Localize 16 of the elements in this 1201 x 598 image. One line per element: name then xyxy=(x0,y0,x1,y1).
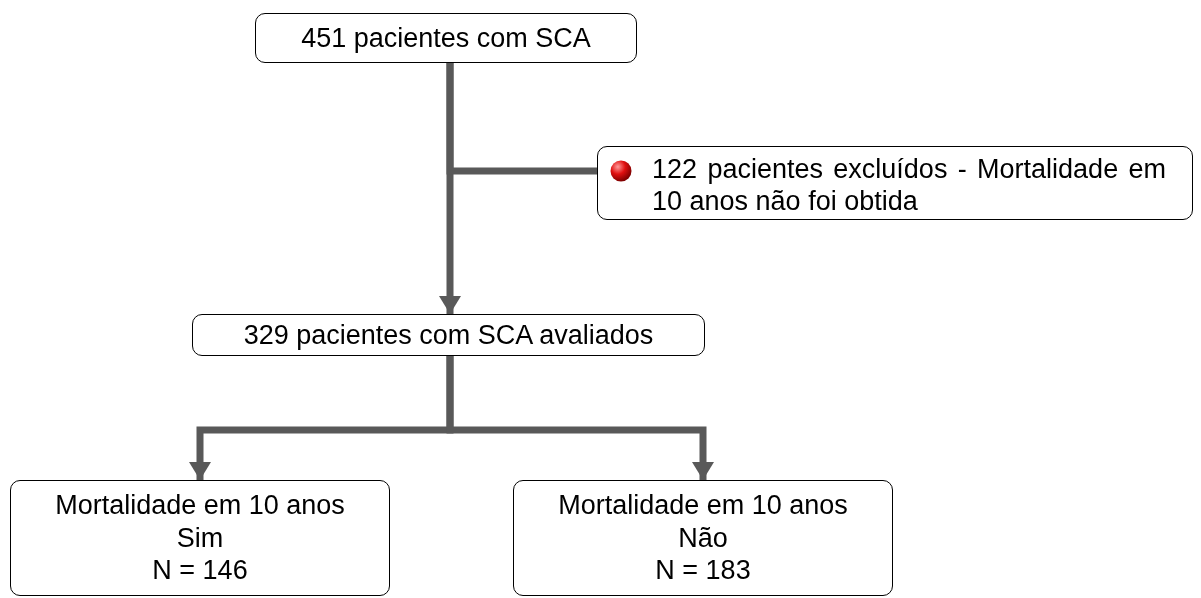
box-text: Mortalidade em 10 anos xyxy=(558,489,848,522)
note-box xyxy=(597,146,1193,220)
box-text: 122 pacientes excluídos - Mortalidade em 10 anos não foi obtida xyxy=(652,153,1166,218)
process-box xyxy=(513,480,893,596)
box-text: Sim xyxy=(176,521,224,555)
process-box xyxy=(255,13,637,63)
box-text: 329 pacientes com SCA avaliados xyxy=(243,318,654,352)
arrow xyxy=(446,356,714,480)
process-box xyxy=(192,314,705,356)
box-text: 451 pacientes com SCA xyxy=(301,21,591,55)
box-text: Não xyxy=(678,521,728,555)
box-text: N = 146 xyxy=(152,554,248,587)
box-text: N = 183 xyxy=(655,554,751,587)
box-text: Mortalidade em 10 anos xyxy=(55,489,345,522)
connector-line xyxy=(446,63,597,175)
process-box xyxy=(10,480,390,596)
